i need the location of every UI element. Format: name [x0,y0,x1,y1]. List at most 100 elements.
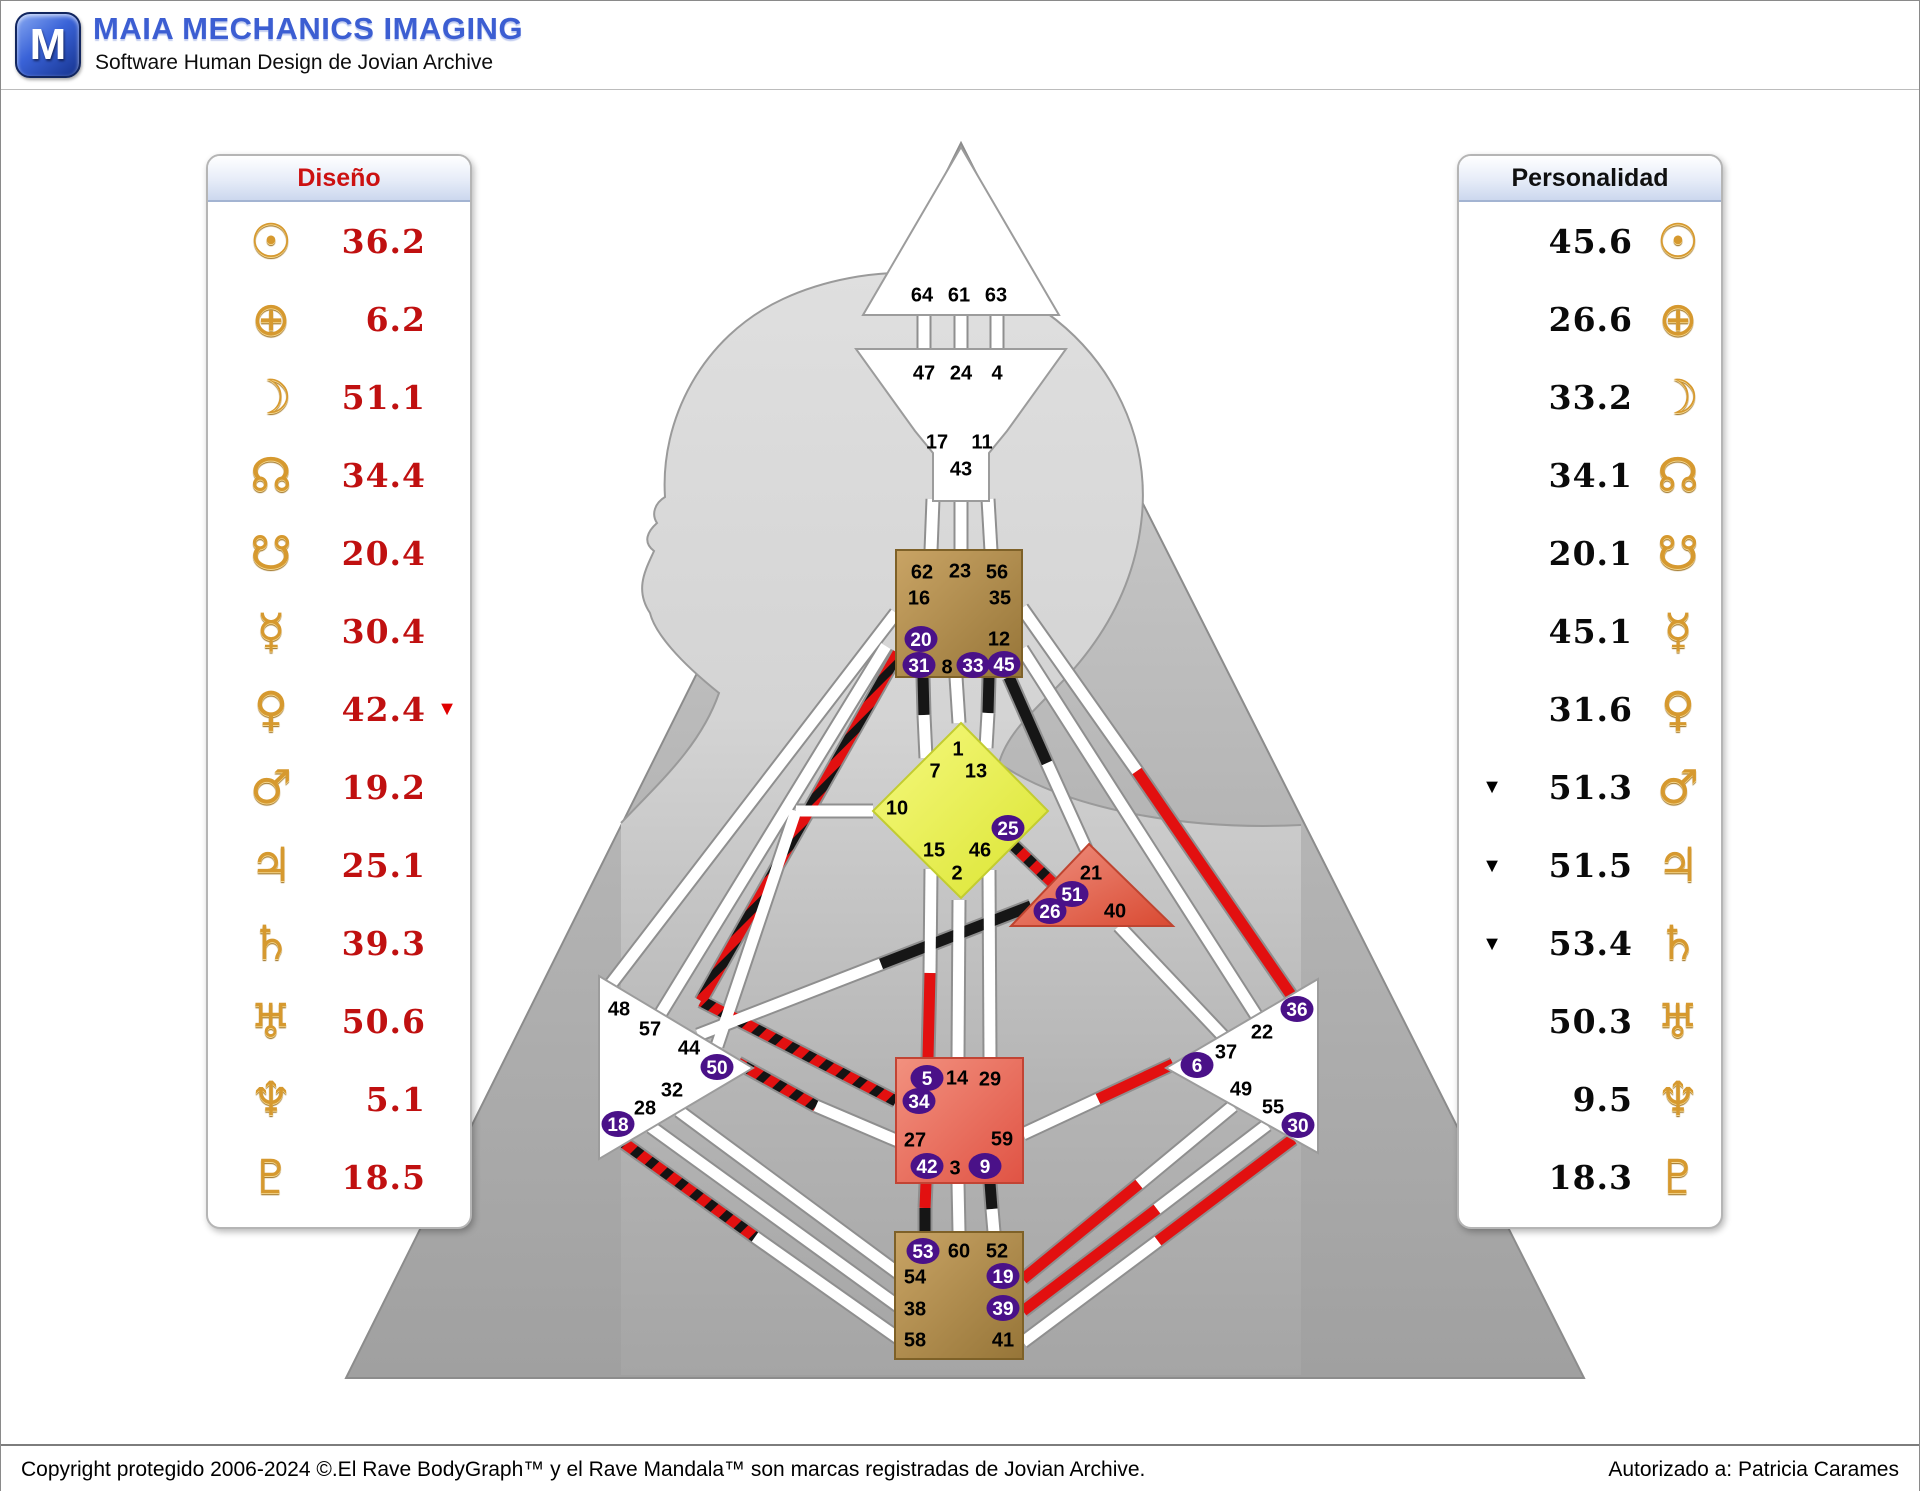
jupiter-icon: ♃ [249,838,293,894]
gate-43-number: 43 [950,459,972,481]
gate-30-activated-circle [1281,1112,1315,1138]
gate-45-activated-circle [987,651,1021,677]
pluto-icon: ♇ [1656,1150,1700,1206]
gate-38-number: 38 [904,1299,926,1321]
planet-row-north-node: ☊ 34.4 [208,442,470,508]
jupiter-gate-line-value: 25.1 [341,846,426,886]
gate-5-number: 5 [922,1069,933,1090]
channel-39-55 [1153,1120,1271,1214]
channel-35-36 [1017,604,1142,775]
gate-51-activated-circle [1055,881,1089,907]
planet-row-moon: 33.2☽ [1459,364,1721,430]
gate-63-number: 63 [985,285,1007,307]
gate-41-number: 41 [992,1330,1014,1352]
gate-57-number: 57 [639,1019,661,1041]
channel-33-13 [982,676,995,714]
channel-46-29 [983,869,996,1059]
gate-31-activated-circle [902,652,936,678]
saturn-icon: ♄ [249,916,293,972]
planet-row-sun: 45.6☉ [1459,208,1721,274]
channel-15-5 [922,972,936,1059]
channel-45-21 [1041,760,1092,852]
planet-row-uranus: ♅50.6 [208,989,470,1055]
planet-row-south-node: ☋ 20.4 [208,520,470,586]
mars-retrograde-icon: ▼ [1482,776,1502,799]
logo-letter: M [29,20,67,69]
planet-row-pluto: 18.3♇ [1459,1145,1721,1211]
planet-row-neptune: 9.5♆ [1459,1067,1721,1133]
moon-gate-line-value: 33.2 [1548,377,1633,417]
channel-19-49 [1135,1101,1237,1189]
gate-6-number: 6 [1192,1056,1203,1077]
mercury-gate-line-value: 30.4 [341,611,426,651]
gate-5-activated-circle [910,1065,944,1091]
gate-59-number: 59 [991,1129,1013,1151]
channel-15-5 [924,868,937,974]
gate-27-number: 27 [904,1130,926,1152]
gate-32-number: 32 [661,1080,683,1102]
personality-panel-rows: 45.6☉26.6⊕33.2☽34.1☊20.1☋45.1☿31.6♀▼51.3… [1459,202,1721,1217]
pluto-icon: ♇ [249,1150,293,1206]
gate-4-number: 4 [991,363,1003,385]
moon-icon: ☽ [249,369,293,425]
design-panel-title: Diseño [208,156,470,202]
gate-55-number: 55 [1262,1097,1284,1119]
gate-13-number: 13 [965,761,987,783]
channel-57-20 [656,643,891,1016]
planet-row-uranus: 50.3♅ [1459,989,1721,1055]
channel-25-51 [1005,837,1063,893]
gate-64-number: 64 [911,285,934,307]
planet-row-earth: 26.6⊕ [1459,286,1721,352]
mars-icon: ♂ [249,759,293,815]
saturn-retrograde-icon: ▼ [1482,932,1502,955]
planet-row-mercury: 45.1☿ [1459,598,1721,664]
gate-17-number: 17 [926,432,948,454]
gate-20-number: 20 [910,630,931,651]
south-node-icon: ☋ [250,525,292,581]
authorized-text: Autorizado a: Patricia Carames [1608,1457,1899,1481]
neptune-gate-line-value: 5.1 [365,1080,426,1120]
gate-34-activated-circle [902,1088,936,1114]
channel-11-56 [982,498,997,552]
gate-3-number: 3 [949,1158,960,1180]
saturn-gate-line-value: 39.3 [341,924,426,964]
planet-row-pluto: ♇18.5 [208,1145,470,1211]
channel-28-38 [647,1122,902,1311]
channel-39-55 [1019,1204,1161,1316]
gate-53-number: 53 [912,1242,933,1263]
channel-16-48 [606,609,901,988]
channel-33-13 [980,712,994,749]
gate-46-number: 46 [969,840,991,862]
earth-icon: ⊕ [251,291,291,347]
planet-row-saturn: ▼53.4♄ [1459,911,1721,977]
channel-20-34 [696,650,903,1004]
saturn-gate-line-value: 53.4 [1548,924,1633,964]
channel-10-57 [711,809,802,1048]
gate-8-number: 8 [941,657,952,679]
channel-18-58 [751,1232,902,1343]
gate-21-number: 21 [1080,863,1102,885]
gate-37-number: 37 [1215,1042,1237,1064]
personality-panel-title: Personalidad [1459,156,1721,202]
venus-icon: ♀ [1660,681,1696,737]
planet-row-mars: ♂19.2 [208,754,470,820]
gate-34-number: 34 [908,1092,930,1113]
gate-26-number: 26 [1039,902,1060,923]
gate-48-number: 48 [608,999,630,1021]
north-node-icon: ☊ [250,447,292,503]
south-node-gate-line-value: 20.4 [341,533,426,573]
gate-18-activated-circle [601,1111,635,1137]
gate-19-activated-circle [986,1263,1020,1289]
sun-gate-line-value: 36.2 [341,221,426,261]
gate-19-number: 19 [992,1267,1013,1288]
south-node-gate-line-value: 20.1 [1548,533,1633,573]
jupiter-icon: ♃ [1656,838,1700,894]
channel-40-37 [1115,922,1227,1040]
neptune-gate-line-value: 9.5 [1572,1080,1633,1120]
planet-row-saturn: ♄ 39.3 [208,911,470,977]
gate-26-activated-circle [1033,898,1067,924]
north-node-gate-line-value: 34.4 [341,455,426,495]
mercury-icon: ☿ [1663,603,1693,659]
